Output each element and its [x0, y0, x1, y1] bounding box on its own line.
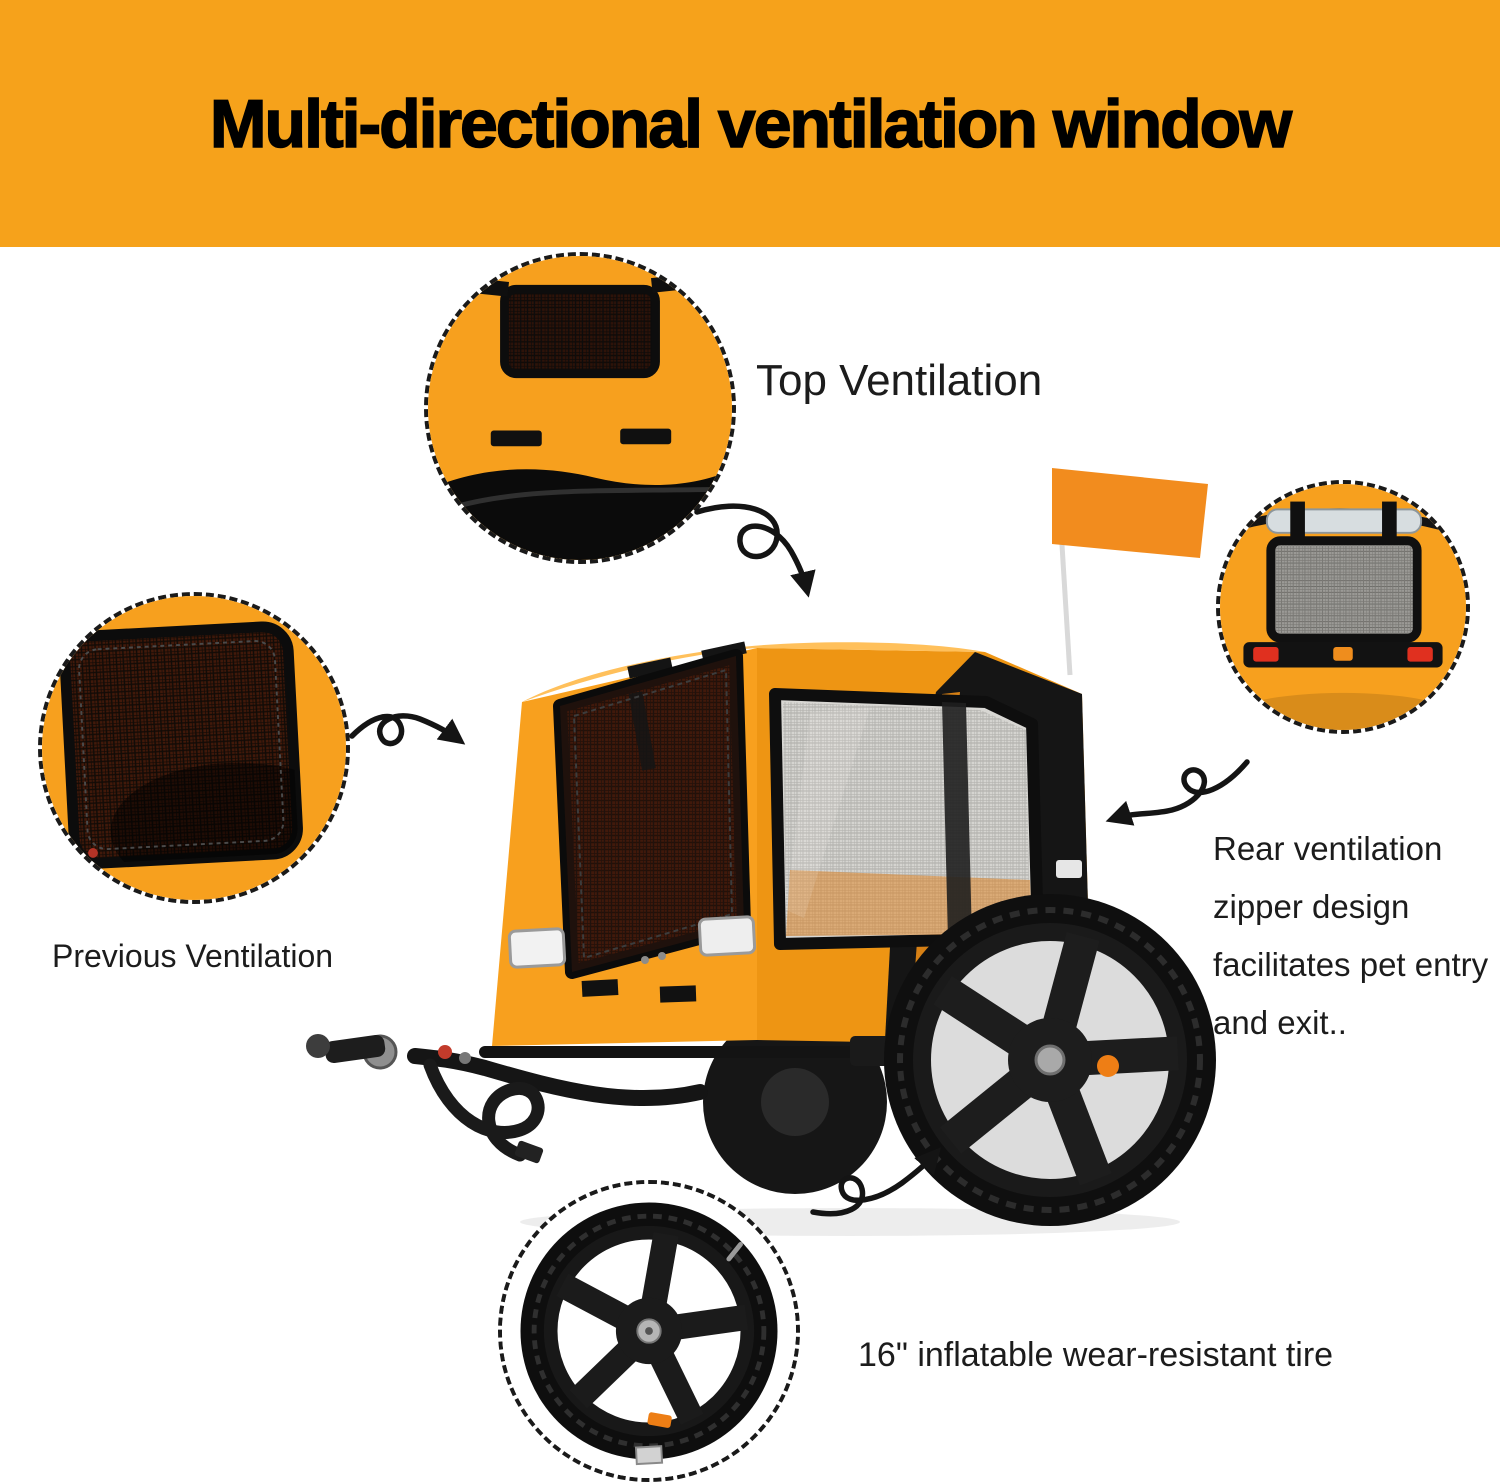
wheel-reflector [647, 1412, 672, 1428]
top-ventilation-label: Top Ventilation [756, 356, 1043, 405]
safety-strap [423, 1058, 545, 1162]
tire-valve [726, 1241, 743, 1262]
rear-reflector-right [1407, 647, 1433, 662]
rear-mesh-window [1266, 536, 1422, 643]
front-reflector-left [507, 927, 567, 969]
hitch-arm [306, 1034, 708, 1164]
page-title: Multi-directional ventilation window [209, 85, 1293, 163]
rear-zipper-pull [1333, 647, 1353, 661]
previous-ventilation-label: Previous Ventilation [52, 938, 334, 974]
rear-ventilation-callout [1216, 480, 1470, 734]
interior-strap [942, 702, 972, 940]
top-ventilation-inset-image [428, 256, 732, 560]
rear-reflector-left [1253, 647, 1279, 662]
top-ventilation-callout [424, 252, 736, 564]
front-reflector-right [697, 915, 757, 957]
trailer-illustration [306, 468, 1216, 1236]
rear-wheel [884, 894, 1216, 1226]
tire-callout [498, 1180, 800, 1482]
spoke-reflector [1097, 1055, 1119, 1077]
rolled-rain-cover [1265, 508, 1423, 534]
top-mesh-window [500, 284, 660, 379]
rear-ventilation-inset-image [1220, 484, 1466, 730]
tire-label: 16" inflatable wear-resistant tire [858, 1336, 1334, 1374]
header-banner: Multi-directional ventilation window [0, 0, 1500, 247]
rear-ventilation-text: Rear ventilation zipper design facilitat… [1213, 830, 1489, 1041]
previous-ventilation-inset-image [42, 596, 346, 900]
safety-flag [1052, 468, 1208, 676]
previous-ventilation-callout [38, 592, 350, 904]
tire-inset-image [502, 1184, 796, 1478]
